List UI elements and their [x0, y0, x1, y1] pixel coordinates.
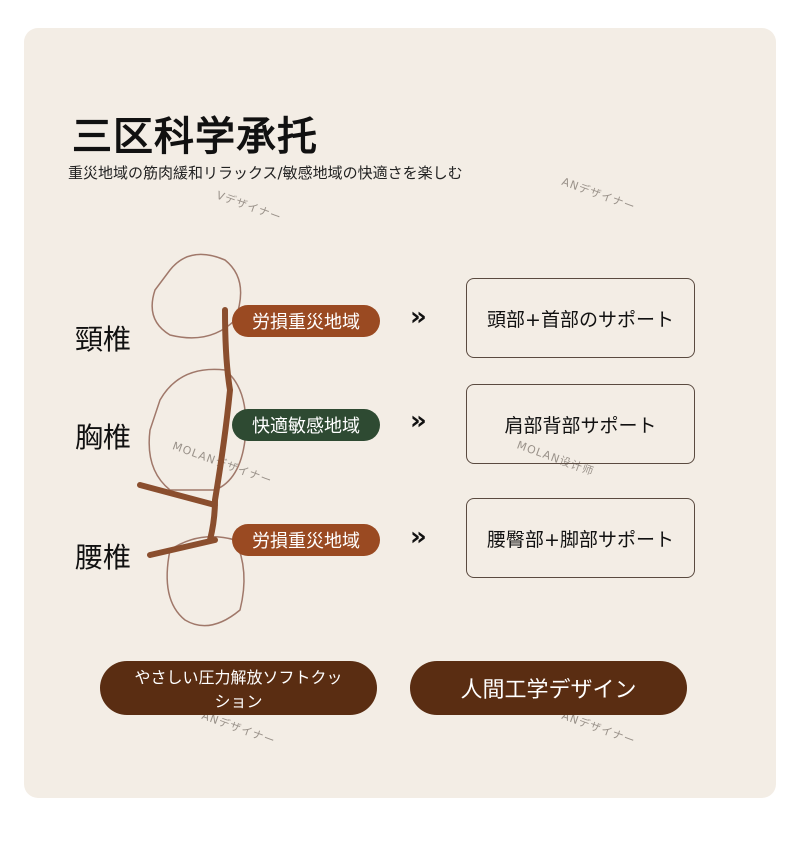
spine-label-cervical: 頸椎: [75, 323, 132, 356]
support-box: 腰臀部+脚部サポート: [466, 498, 695, 578]
feature-badge-soft-cushion: やさしい圧力解放ソフトクッション: [100, 661, 377, 715]
spine-label-lumbar: 腰椎: [75, 541, 132, 574]
spine-label-thoracic: 胸椎: [75, 421, 132, 454]
page-title: 三区科学承托: [72, 114, 318, 160]
feature-badge-ergonomic: 人間工学デザイン: [410, 661, 687, 715]
zone-pill: 労損重災地域: [232, 524, 380, 556]
support-box: 肩部背部サポート: [466, 384, 695, 464]
double-chevron-icon: »: [410, 522, 427, 552]
double-chevron-icon: »: [410, 302, 427, 332]
zone-pill: 労損重災地域: [232, 305, 380, 337]
zone-pill: 快適敏感地域: [232, 409, 380, 441]
double-chevron-icon: »: [410, 406, 427, 436]
support-box: 頭部+首部のサポート: [466, 278, 695, 358]
subtitle: 重災地域の筋肉緩和リラックス/敏感地域の快適さを楽しむ: [68, 164, 463, 182]
